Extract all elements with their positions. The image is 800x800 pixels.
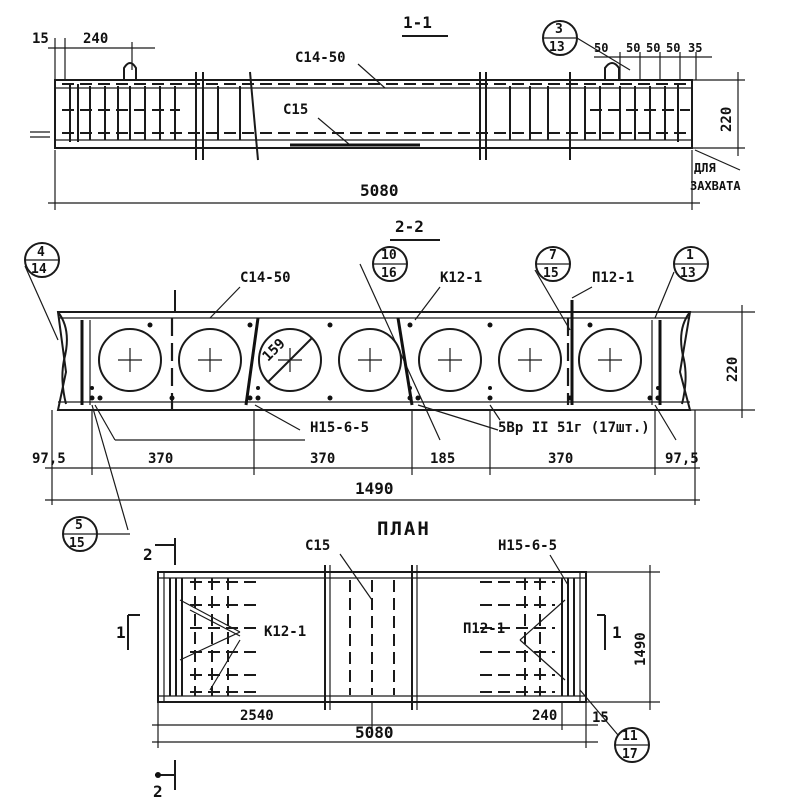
rebar-dots xyxy=(89,322,661,401)
grip-label-2: ЗАХВАТА xyxy=(690,179,741,193)
plan-p12-1-label: П12-1 xyxy=(463,621,505,637)
height-220-side: 220 xyxy=(719,107,735,132)
mesh-c14-50-label: С14-50 xyxy=(295,50,346,66)
plan-dim-240: 240 xyxy=(532,708,557,724)
height-220-cross: 220 xyxy=(725,357,741,382)
callout-4-14: 4 14 xyxy=(24,242,60,341)
callout-1-13: 1 13 xyxy=(654,246,709,319)
svg-text:3: 3 xyxy=(555,22,563,37)
frame-k12-1-label: К12-1 xyxy=(440,270,482,286)
dims-bottom: 97,5 370 370 185 370 97,5 1490 xyxy=(32,410,700,505)
svg-text:1: 1 xyxy=(686,248,694,263)
plan-dim-2540: 2540 xyxy=(240,708,274,724)
void-6 xyxy=(498,328,562,392)
svg-text:15: 15 xyxy=(69,536,85,551)
svg-text:2: 2 xyxy=(153,782,163,800)
cut-mark-2-bottom: 2 xyxy=(153,760,176,800)
plan-view: ПЛАН 2 2 1 1 xyxy=(116,518,660,800)
grip-label-1: ДЛЯ xyxy=(694,161,716,175)
svg-text:1: 1 xyxy=(612,623,622,642)
svg-text:35: 35 xyxy=(688,41,702,55)
dim-15-label: 15 xyxy=(32,31,49,47)
svg-text:50: 50 xyxy=(594,41,608,55)
void-7 xyxy=(578,328,642,392)
svg-text:185: 185 xyxy=(430,451,455,467)
svg-text:7: 7 xyxy=(549,248,557,263)
n15-label: Н15-6-5 xyxy=(310,420,369,436)
dim-240-label: 240 xyxy=(83,31,108,47)
svg-text:97,5: 97,5 xyxy=(665,451,699,467)
callout-11-17: 11 17 xyxy=(579,689,650,763)
frames xyxy=(80,300,662,410)
callout-7-15: 7 15 xyxy=(534,246,571,331)
svg-text:4: 4 xyxy=(37,245,45,260)
callout-10-16: 10 16 xyxy=(359,246,441,441)
plan-n15-label: Н15-6-5 xyxy=(498,538,557,554)
svg-text:10: 10 xyxy=(381,248,397,263)
svg-text:1: 1 xyxy=(116,623,126,642)
plan-left-reinforcement xyxy=(169,578,260,696)
plan-right-reinforcement xyxy=(480,578,575,696)
svg-text:11: 11 xyxy=(622,729,638,744)
mesh-c14-50-label-2: С14-50 xyxy=(240,270,291,286)
stirrups-left xyxy=(69,71,259,161)
svg-text:50: 50 xyxy=(666,41,680,55)
svg-text:13: 13 xyxy=(549,40,565,55)
void-1 xyxy=(98,328,162,392)
svg-text:15: 15 xyxy=(543,266,559,281)
lifting-loop-right xyxy=(604,62,620,80)
svg-text:370: 370 xyxy=(148,451,173,467)
svg-text:50: 50 xyxy=(646,41,660,55)
wire-label: 5Вр II 51г (17шт.) xyxy=(498,420,650,436)
plan-length-5080: 5080 xyxy=(355,723,394,742)
plan-title: ПЛАН xyxy=(377,518,431,540)
width-1490-cross: 1490 xyxy=(355,479,394,498)
cut-mark-1-right: 1 xyxy=(597,614,622,650)
lifting-loop-left xyxy=(123,62,137,80)
plan-k12-1-label: К12-1 xyxy=(264,624,306,640)
p12-1-label: П12-1 xyxy=(592,270,634,286)
cut-mark-2-top: 2 xyxy=(143,538,176,565)
slab-side-outline xyxy=(54,79,693,149)
section-1-1: 1-1 15 240 3 13 50 50 50 50 35 xyxy=(30,13,745,210)
svg-text:5: 5 xyxy=(75,518,83,533)
mesh-c15-label: С15 xyxy=(283,102,308,118)
svg-text:14: 14 xyxy=(31,262,47,277)
plan-c15-label: С15 xyxy=(305,538,330,554)
slab-cross-section xyxy=(56,311,692,411)
plan-dim-15: 15 xyxy=(592,710,609,726)
svg-text:2: 2 xyxy=(143,545,153,564)
section-1-1-title: 1-1 xyxy=(403,13,432,32)
plan-center-mesh xyxy=(324,565,418,710)
diameter-line xyxy=(267,337,313,383)
void-5 xyxy=(418,328,482,392)
cut-mark-1-left: 1 xyxy=(116,614,140,650)
svg-text:50: 50 xyxy=(626,41,640,55)
void-3 xyxy=(258,328,322,392)
voids xyxy=(98,328,642,392)
length-5080-side: 5080 xyxy=(360,181,399,200)
section-2-2: 2-2 4 14 10 16 7 15 1 13 xyxy=(24,217,755,552)
svg-text:17: 17 xyxy=(622,747,638,762)
svg-text:370: 370 xyxy=(310,451,335,467)
callout-5-15: 5 15 xyxy=(62,404,130,552)
void-2 xyxy=(178,328,242,392)
plan-width-1490: 1490 xyxy=(633,632,649,666)
stirrups-right xyxy=(479,72,679,160)
svg-text:370: 370 xyxy=(548,451,573,467)
dims-right-group: 50 50 50 50 35 xyxy=(594,41,712,80)
svg-text:13: 13 xyxy=(680,266,696,281)
callout-3-13: 3 13 xyxy=(542,20,631,71)
section-2-2-title: 2-2 xyxy=(395,217,424,236)
svg-text:97,5: 97,5 xyxy=(32,451,66,467)
void-4 xyxy=(338,328,402,392)
svg-text:16: 16 xyxy=(381,266,397,281)
